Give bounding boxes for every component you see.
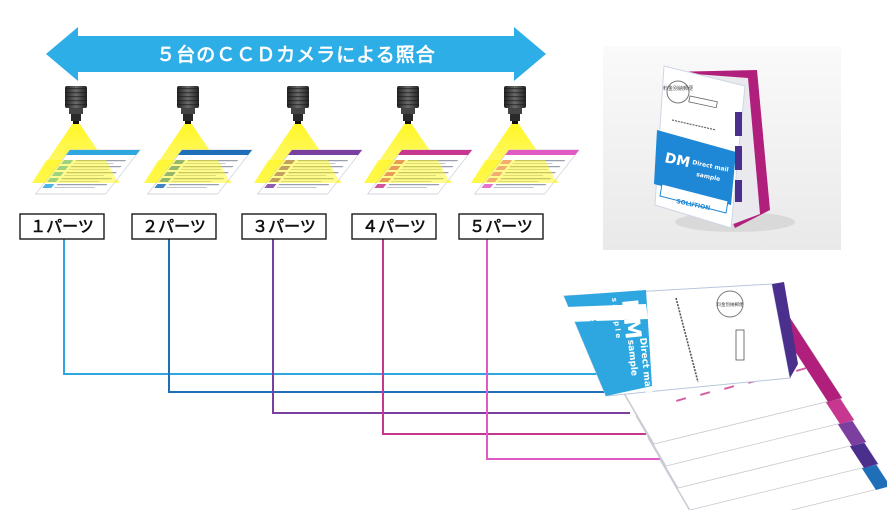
booklet-dm-text: DM — [663, 150, 691, 171]
connector-line-3 — [272, 239, 630, 414]
connector-line-1 — [63, 239, 610, 375]
inspected-sheet — [34, 149, 141, 195]
booklet-stamp-text: 料金別納郵便 — [663, 85, 693, 92]
station-1: １パーツ — [19, 86, 141, 240]
ccd-camera-icon — [287, 86, 309, 124]
part-label-text: ２パーツ — [142, 217, 206, 236]
ccd-camera-icon — [504, 86, 526, 124]
part-label-4: ４パーツ — [351, 213, 437, 240]
ccd-camera-icon — [65, 86, 87, 124]
part-label-1: １パーツ — [19, 213, 105, 240]
inspected-sheet — [146, 149, 253, 195]
connector-lines — [63, 239, 660, 460]
booklet-photo: DM Direct mail sample SOLUTION 料金別納郵便 — [603, 46, 841, 250]
part-label-2: ２パーツ — [131, 213, 217, 240]
inspected-sheet — [256, 149, 363, 195]
connector-line-5 — [486, 239, 660, 460]
booklet-stamp — [666, 80, 690, 104]
station-3: ３パーツ — [241, 86, 363, 240]
connector-line-4 — [382, 239, 646, 435]
part-label-text: ４パーツ — [362, 217, 426, 236]
title-label: ５台のＣＣＤカメラによる照合 — [156, 43, 435, 66]
station-5: ５パーツ — [458, 86, 580, 240]
connector-line-2 — [168, 239, 612, 393]
inspected-sheet — [473, 149, 580, 195]
cover-dm-text: DM — [616, 298, 645, 341]
cover-stamp — [716, 290, 744, 318]
title-arrow: ５台のＣＣＤカメラによる照合 — [46, 27, 546, 81]
part-label-text: ３パーツ — [252, 217, 316, 236]
cover-sample: sample — [625, 339, 639, 376]
part-label-text: ５パーツ — [469, 217, 533, 236]
station-2: ２パーツ — [131, 86, 253, 240]
inspected-sheet — [366, 149, 473, 195]
part-label-text: １パーツ — [30, 217, 94, 236]
cover-stamp-text: 料金別納郵便 — [717, 301, 744, 308]
part-label-3: ３パーツ — [241, 213, 327, 240]
camera-stations: １パーツ ２パーツ ３パーツ ４パーツ ５パーツ — [19, 86, 580, 240]
ccd-camera-icon — [177, 86, 199, 124]
ccd-camera-icon — [397, 86, 419, 124]
booklet-blue-band — [654, 130, 736, 205]
station-4: ４パーツ — [351, 86, 473, 240]
part-label-5: ５パーツ — [458, 213, 544, 240]
booklet-sample: sample — [696, 171, 721, 183]
